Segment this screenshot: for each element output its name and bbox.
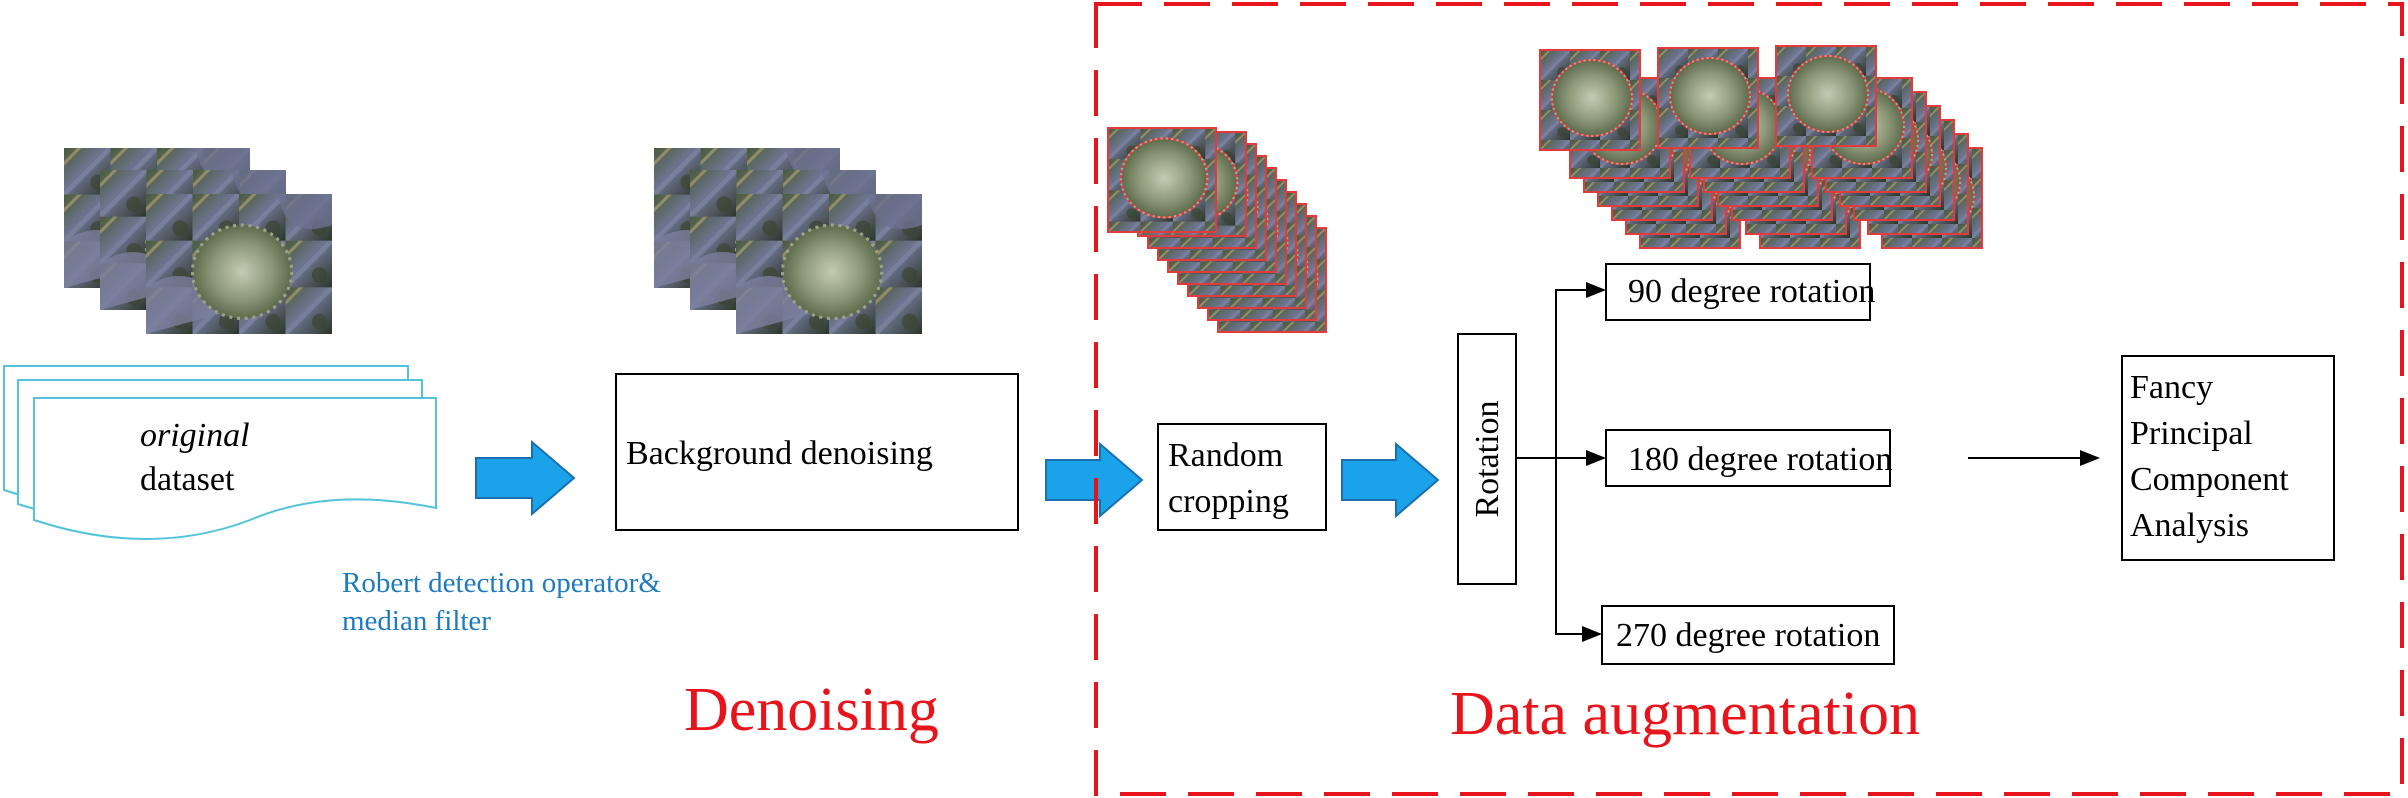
original-photo-stack: [64, 148, 332, 334]
fpca-label-line4: Analysis: [2130, 507, 2249, 544]
random-cropping-label-line2: cropping: [1168, 483, 1289, 520]
random-cropping-label-line1: Random: [1168, 437, 1283, 474]
rotation-270-label: 270 degree rotation: [1616, 617, 1880, 654]
background-denoising-label: Background denoising: [626, 435, 933, 472]
original-dataset-document: [3, 365, 437, 540]
denoised-photo-stack: [654, 148, 922, 334]
rotation-branch-connectors: [1516, 282, 1606, 642]
fpca-label-line3: Component: [2130, 461, 2289, 498]
block-arrow-3: [1341, 441, 1440, 519]
fpca-label-line1: Fancy: [2130, 369, 2213, 406]
dataset-label-original: original: [140, 417, 250, 454]
rotation-90-box: [1605, 263, 1871, 321]
operator-note-line2: median filter: [342, 605, 491, 637]
fpca-label-line2: Principal: [2130, 415, 2253, 452]
fpca-box: [2121, 355, 2335, 561]
background-denoising-box: [615, 373, 1019, 531]
dataset-label-dataset: dataset: [140, 461, 235, 498]
augmentation-frame: [1094, 2, 2404, 796]
rotated-image-stacks: [1539, 45, 1983, 249]
block-arrow-1: [475, 439, 576, 517]
denoising-stage-title: Denoising: [684, 676, 939, 744]
random-cropping-box: [1157, 423, 1327, 531]
rotation-180-label: 180 degree rotation: [1628, 441, 1892, 478]
augmentation-stage-title: Data augmentation: [1450, 680, 1920, 748]
operator-note-line1: Robert detection operator&: [342, 567, 661, 599]
rotation-270-box: [1601, 605, 1895, 665]
rotation-90-label: 90 degree rotation: [1628, 273, 1875, 310]
rotation-180-box: [1605, 429, 1891, 487]
cropped-image-stack: [1107, 127, 1327, 333]
rotation-label: Rotation: [1469, 400, 1506, 517]
